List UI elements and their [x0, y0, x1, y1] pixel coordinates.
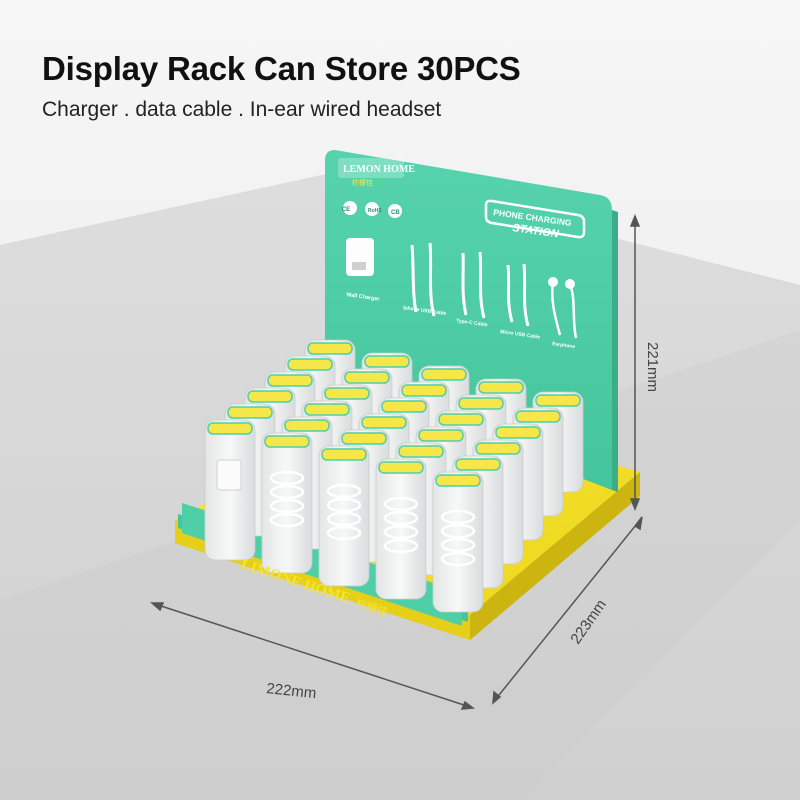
storage-tubes [204, 339, 584, 613]
station-badge [484, 199, 586, 239]
rohs-mark [365, 202, 379, 216]
tube-label [435, 474, 481, 487]
earphone-coil [440, 509, 476, 525]
tube-label [478, 381, 524, 394]
tube-label [364, 355, 410, 368]
backboard-brand-cn: 柠檬佳 [352, 178, 373, 187]
storage-tube [318, 445, 370, 587]
wall-charger-picture [346, 238, 374, 276]
cable-coil [383, 538, 419, 554]
earphone-coil [440, 523, 476, 539]
tube-label [455, 458, 501, 471]
page-subtitle: Charger . data cable . In-ear wired head… [42, 98, 442, 121]
tube-label [495, 426, 541, 439]
tube-label [381, 400, 427, 413]
tube-label [344, 371, 390, 384]
tube-label [264, 435, 310, 448]
iphone-cable-picture [410, 244, 418, 313]
tube-label [361, 416, 407, 429]
cable-coil [383, 496, 419, 512]
tube-label [304, 403, 350, 416]
tube-label [398, 445, 444, 458]
tube-label [227, 406, 273, 419]
tube-label [378, 461, 424, 474]
cable-coil [269, 512, 305, 528]
tube-label [267, 374, 313, 387]
cable-coil [383, 510, 419, 526]
tube-label [207, 422, 253, 435]
tube-label [438, 413, 484, 426]
storage-tube [432, 471, 484, 613]
product-micro-cable: Micro USB Cable [500, 329, 541, 341]
micro-cable-picture [506, 264, 514, 323]
cert-ce: CE [342, 207, 350, 213]
tube-label [307, 342, 353, 355]
page-title: Display Rack Can Store 30PCS [42, 50, 521, 87]
cable-coil [326, 511, 362, 527]
tube-label [418, 429, 464, 442]
cable-coil [326, 525, 362, 541]
cable-coil [383, 524, 419, 540]
backboard-print [338, 158, 586, 339]
width-dimension: 222mm [266, 680, 318, 702]
tube-label [421, 368, 467, 381]
cable-coil [326, 483, 362, 499]
storage-tube [375, 458, 427, 600]
earphone-coil [440, 537, 476, 553]
tube-label [321, 448, 367, 461]
tube-label [247, 390, 293, 403]
product-earphone: Earphone [552, 341, 576, 350]
cert-rohs: RoHS [368, 208, 382, 214]
tube-label [284, 419, 330, 432]
tube-label [515, 410, 561, 423]
product-typec-cable: Type-C Cable [456, 318, 488, 328]
storage-tube [261, 432, 313, 574]
tube-label [324, 387, 370, 400]
ce-mark [343, 201, 357, 215]
tube-label [475, 442, 521, 455]
storage-tube [204, 419, 256, 561]
tube-label [401, 384, 447, 397]
tube-label [341, 432, 387, 445]
dimension-lines [150, 213, 643, 710]
tube-label [287, 358, 333, 371]
cable-coil [269, 498, 305, 514]
charger-in-tube [216, 459, 242, 491]
cable-coil [269, 470, 305, 486]
cert-cb: CB [391, 210, 400, 216]
backboard-brand: LEMON HOME [343, 164, 415, 175]
earphone-coil [440, 551, 476, 567]
typec-cable-picture [461, 252, 468, 316]
cable-coil [269, 484, 305, 500]
product-wall-charger: Wall Charger [346, 292, 381, 303]
height-dimension: 221mm [644, 342, 661, 392]
tube-label [458, 397, 504, 410]
cable-coil [326, 497, 362, 513]
cb-mark [388, 204, 402, 218]
tube-label [535, 394, 581, 407]
